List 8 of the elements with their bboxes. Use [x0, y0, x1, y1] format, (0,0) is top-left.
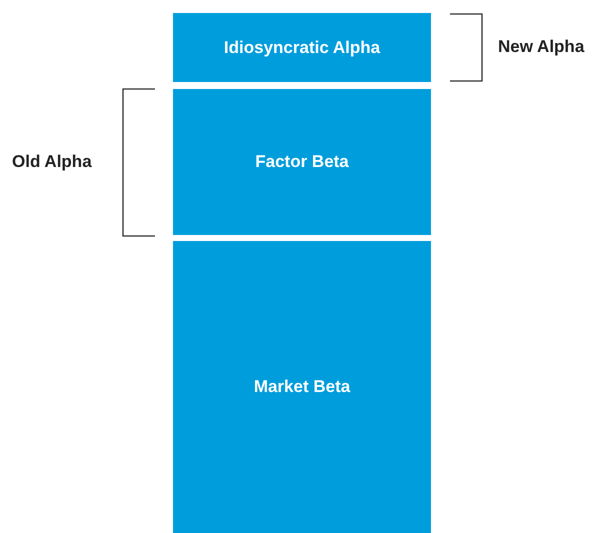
stack-segment — [173, 13, 431, 82]
bracket-label: Old Alpha — [12, 152, 92, 172]
stack-segment — [173, 241, 431, 533]
segment-label: Factor Beta — [255, 152, 349, 172]
bracket-label: New Alpha — [498, 37, 584, 57]
segment-label: Market Beta — [254, 377, 350, 397]
segment-label: Idiosyncratic Alpha — [224, 38, 380, 58]
stack-segment — [173, 89, 431, 235]
